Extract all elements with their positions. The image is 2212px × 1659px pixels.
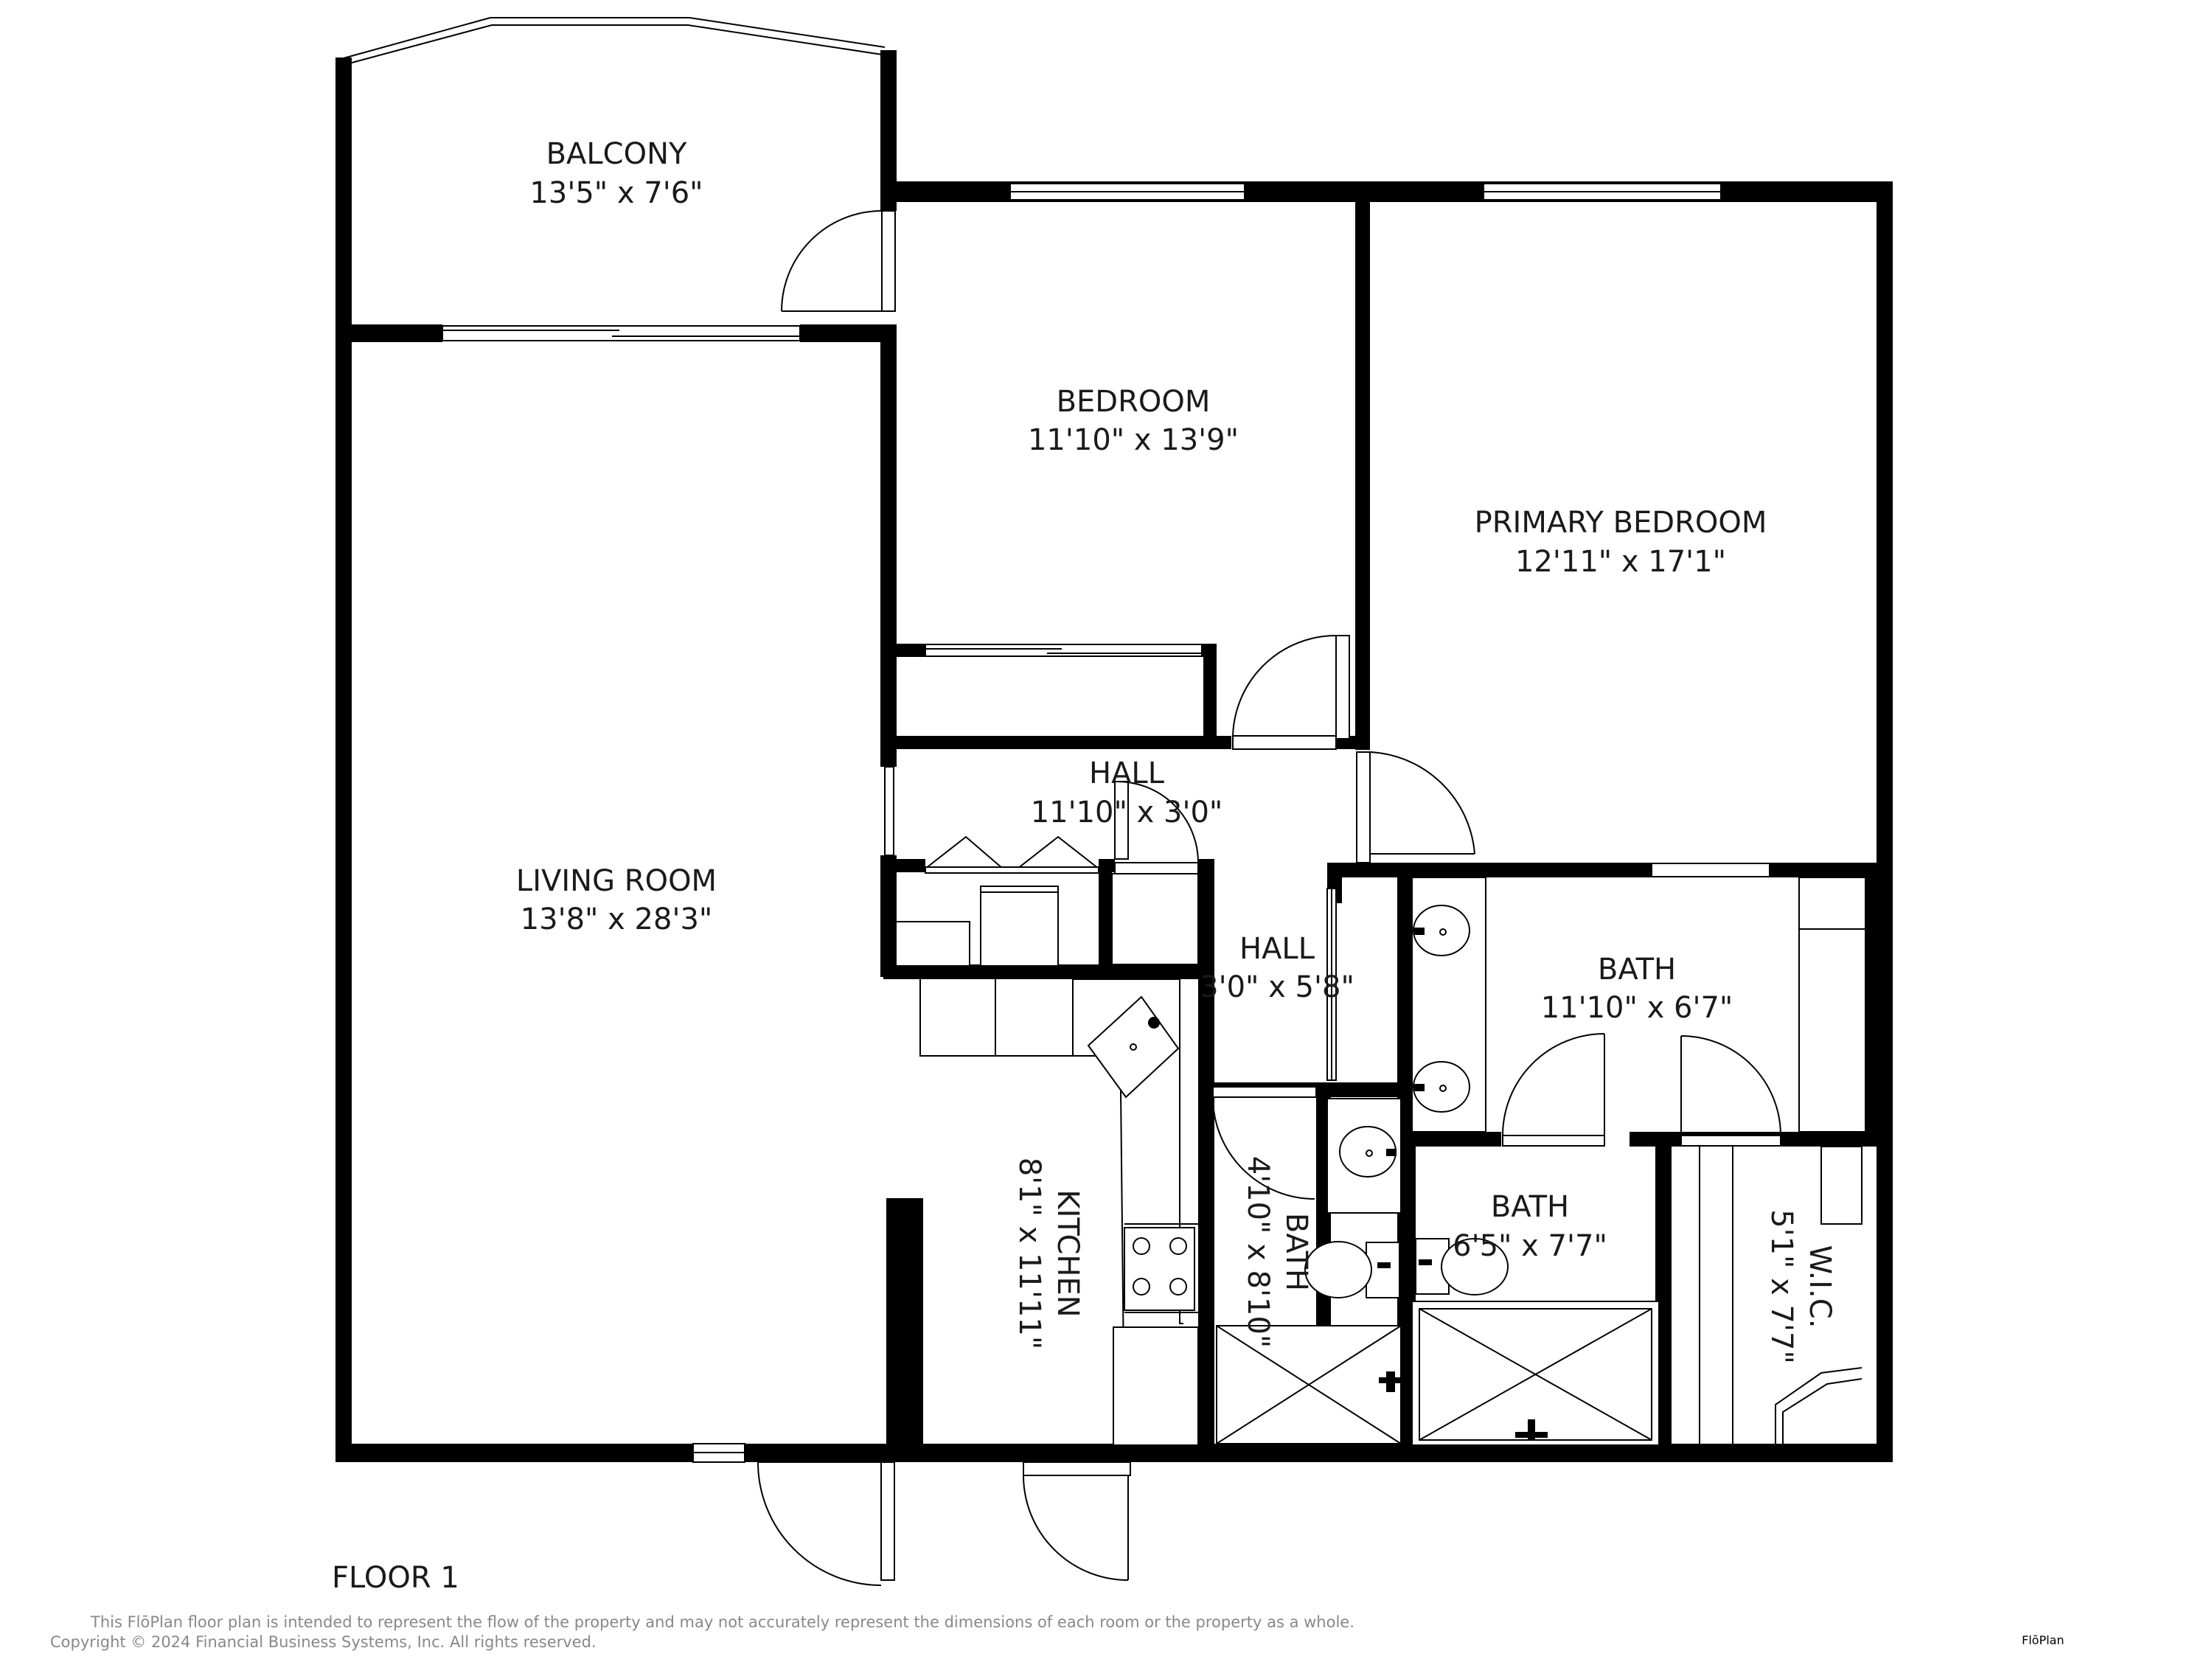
room-dims: 13'8" x 28'3" — [521, 902, 713, 936]
stove-icon — [1124, 1227, 1195, 1311]
room-label-kitchen: KITCHEN 8'1" x 11'11" — [1012, 1158, 1085, 1350]
room-dims: 12'11" x 17'1" — [1515, 545, 1726, 579]
sink-icon — [1413, 905, 1470, 1113]
room-label-wic: W.I.C. 5'1" x 7'7" — [1764, 1209, 1837, 1364]
room-label-bath-2: BATH 6'5" x 7'7" — [1453, 1190, 1607, 1263]
room-name: W.I.C. — [1803, 1245, 1837, 1329]
floplan-logo: FlōPlan — [2022, 1633, 2064, 1647]
room-label-bath-1: BATH 11'10" x 6'7" — [1541, 953, 1733, 1025]
room-dims: 3'0" x 5'8" — [1200, 970, 1354, 1004]
room-name: HALL — [1089, 757, 1165, 790]
room-label-bath-3: BATH 4'10" x 8'10" — [1241, 1156, 1313, 1349]
room-dims: 11'10" x 3'0" — [1031, 796, 1223, 830]
room-label-bedroom: BEDROOM 11'10" x 13'9" — [1028, 385, 1239, 457]
room-name: BATH — [1598, 953, 1676, 987]
room-name: BALCONY — [546, 137, 687, 171]
wic-shelves — [1699, 1146, 1863, 1444]
room-label-balcony: BALCONY 13'5" x 7'6" — [529, 137, 703, 210]
floor-label: FLOOR 1 — [332, 1561, 459, 1595]
room-dims: 11'10" x 13'9" — [1028, 423, 1239, 457]
sink-icon — [1087, 995, 1180, 1099]
room-name: LIVING ROOM — [516, 864, 717, 898]
window-icon — [442, 183, 1770, 1463]
room-name: BEDROOM — [1057, 385, 1211, 419]
hall-closet-fixtures — [895, 873, 1199, 967]
sink-icon — [1326, 1098, 1402, 1214]
room-label-hall-2: HALL 3'0" x 5'8" — [1200, 932, 1354, 1004]
toilet-icon — [1304, 1241, 1400, 1298]
toilet-icon — [1415, 1238, 1509, 1295]
shower-icon — [1216, 1325, 1402, 1444]
balcony-railing — [340, 17, 886, 66]
entry-wall-stub — [886, 1198, 922, 1444]
room-dims: 11'10" x 6'7" — [1541, 991, 1733, 1025]
room-name: BATH — [1279, 1213, 1313, 1291]
shower-icon — [1411, 1301, 1660, 1446]
room-label-hall-1: HALL 11'10" x 3'0" — [1031, 757, 1223, 830]
room-name: KITCHEN — [1051, 1189, 1085, 1317]
room-dims: 6'5" x 7'7" — [1453, 1229, 1607, 1263]
disclaimer-line-2: Copyright © 2024 Financial Business Syst… — [50, 1633, 597, 1651]
disclaimer-line-1: This FlōPlan floor plan is intended to r… — [90, 1613, 1354, 1631]
room-name: PRIMARY BEDROOM — [1475, 506, 1767, 540]
room-dims: 13'5" x 7'6" — [529, 176, 703, 210]
room-dims: 5'1" x 7'7" — [1764, 1209, 1798, 1364]
room-name: BATH — [1491, 1190, 1569, 1224]
room-dims: 8'1" x 11'11" — [1012, 1158, 1046, 1350]
logo-part-1: FlōPlan — [2022, 1633, 2064, 1647]
room-label-living-room: LIVING ROOM 13'8" x 28'3" — [516, 864, 717, 936]
room-label-primary-bedroom: PRIMARY BEDROOM 12'11" x 17'1" — [1475, 506, 1767, 579]
room-dims: 4'10" x 8'10" — [1241, 1156, 1275, 1349]
room-name: HALL — [1239, 932, 1315, 966]
